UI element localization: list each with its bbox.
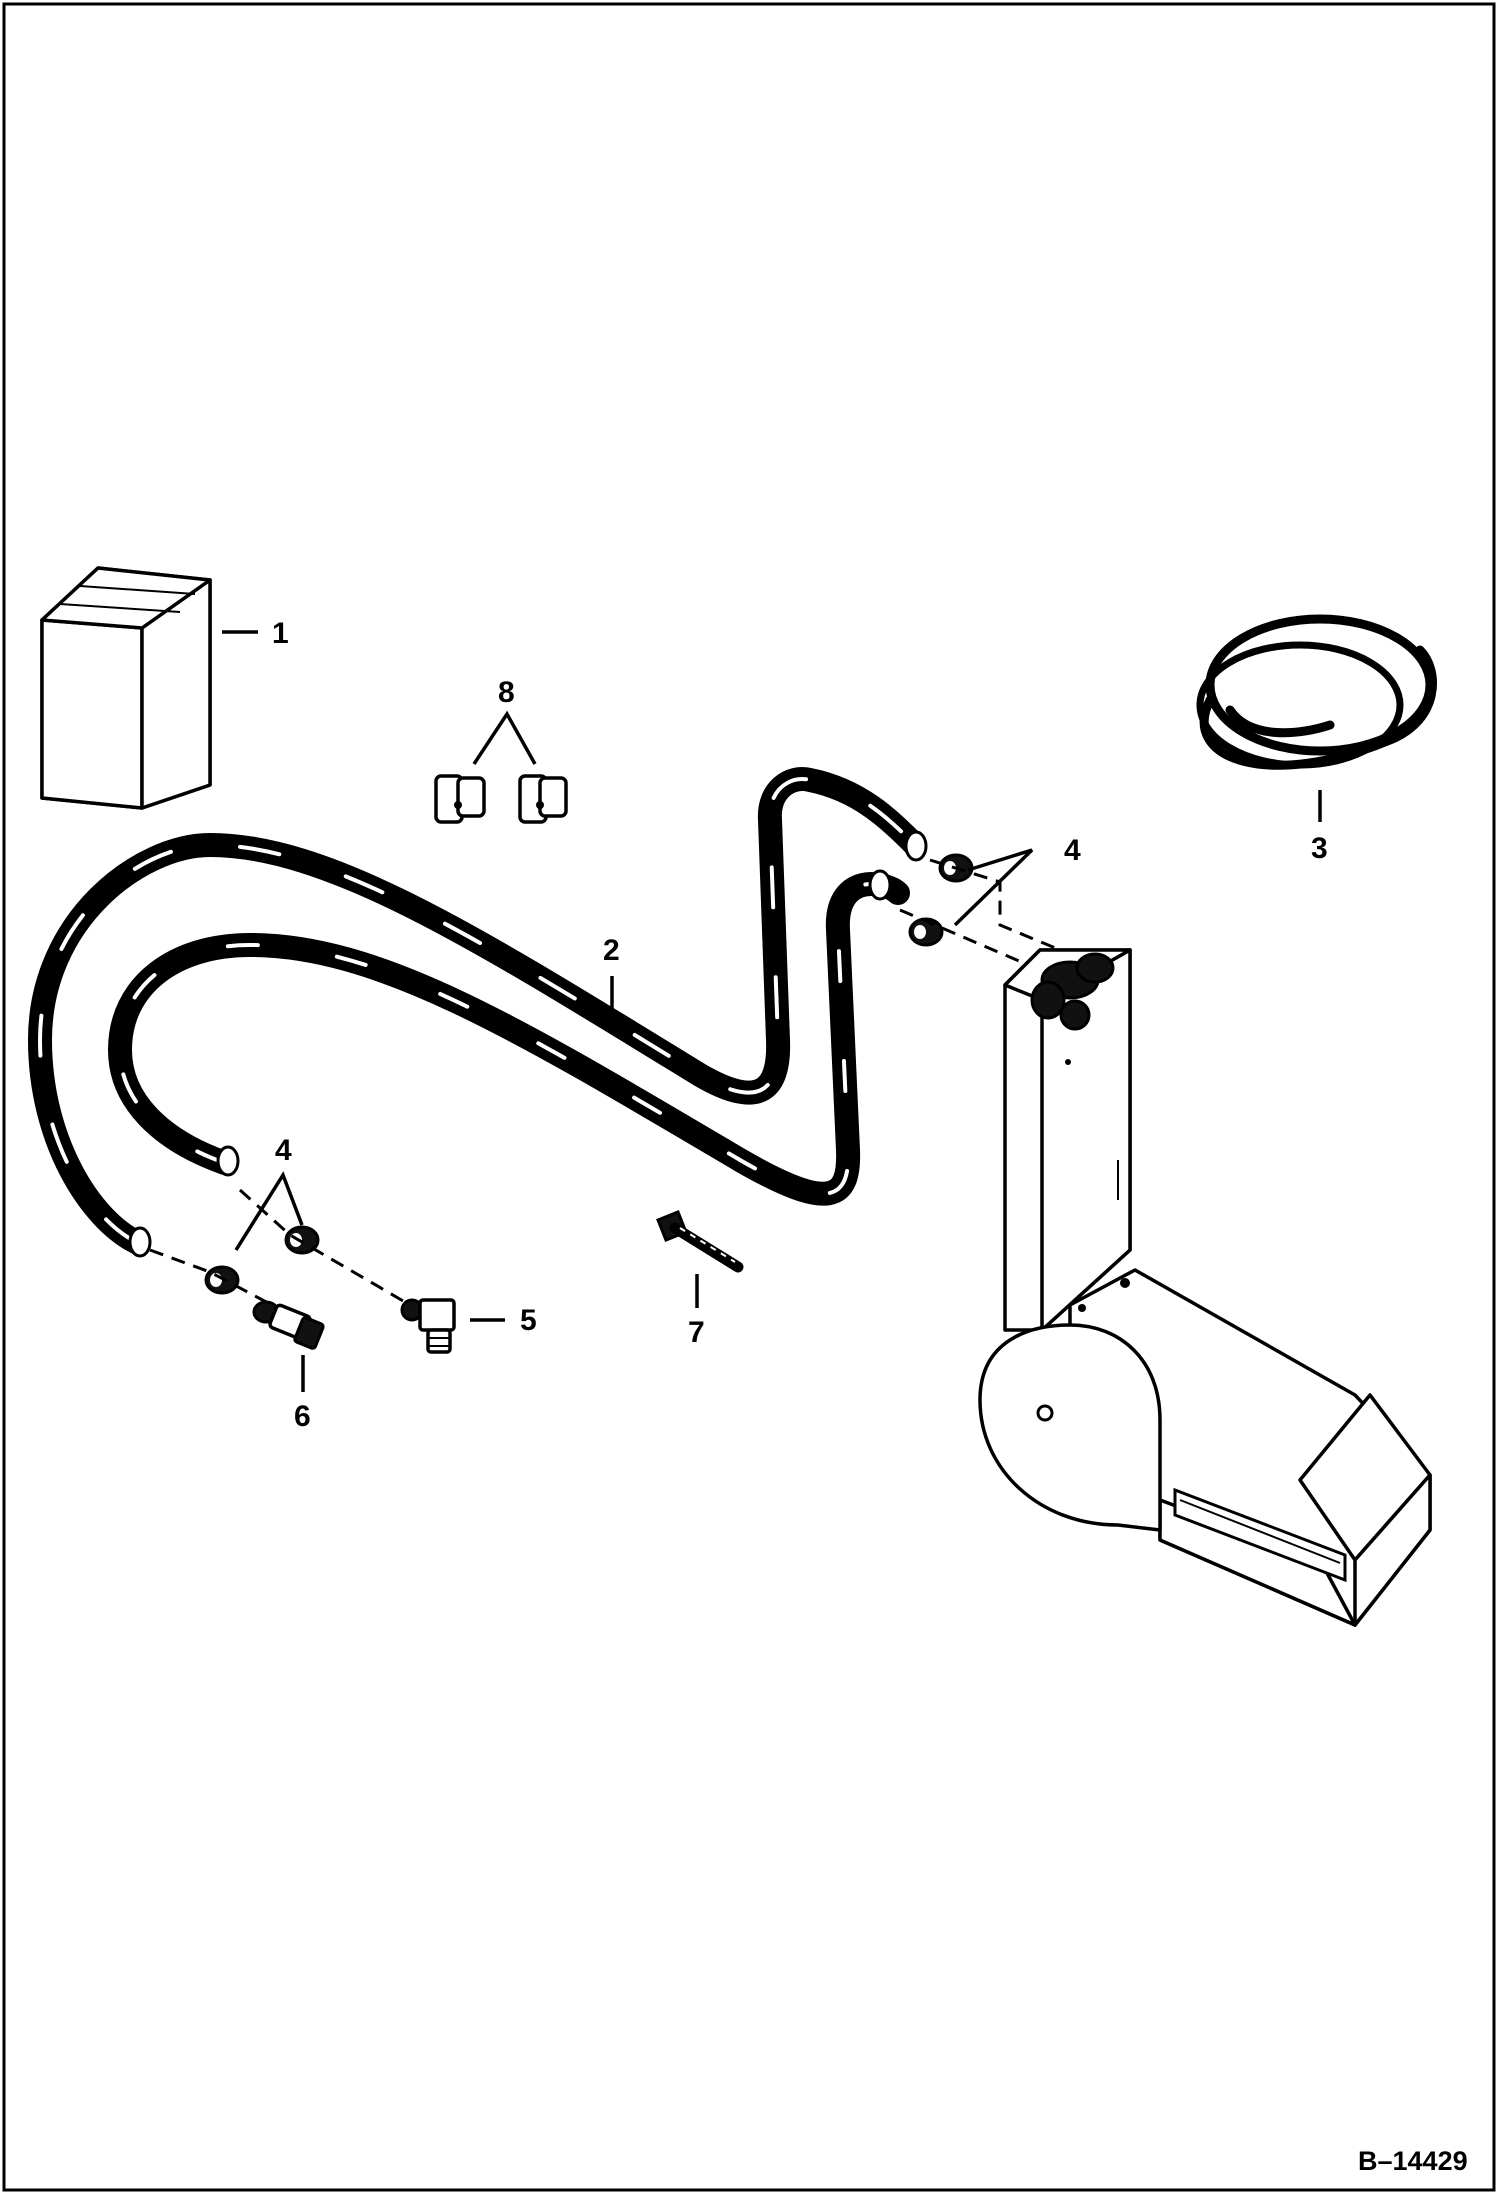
part-3-coiled-tube (1196, 614, 1437, 770)
callout-2: 2 (603, 934, 620, 967)
callout-4-top: 4 (1064, 834, 1081, 867)
part-8-clamps (434, 774, 568, 824)
leader-4-top (953, 848, 1034, 927)
dashed-line-top-a (929, 858, 1061, 952)
dashed-line-bottom-b (238, 1188, 411, 1307)
part-5-elbow-fitting (400, 1298, 456, 1354)
part-6-straight-fitting (252, 1300, 325, 1350)
callout-8: 8 (498, 676, 515, 709)
figure-id: B–14429 (1358, 2146, 1468, 2176)
part-1-filter-box (40, 566, 212, 810)
part-2-hoses (28, 767, 928, 1258)
part-7-cable-tie (656, 1210, 744, 1273)
callout-5: 5 (520, 1304, 537, 1337)
leader-4-bottom (234, 1171, 304, 1251)
callout-6: 6 (294, 1400, 311, 1433)
heater-unit (978, 948, 1432, 1627)
part-4-hose-clamps-bottom (204, 1225, 320, 1295)
part-4-hose-clamps-top (908, 853, 974, 947)
dashed-line-top-b (899, 908, 1041, 972)
callout-3: 3 (1311, 832, 1328, 865)
callout-7: 7 (688, 1316, 705, 1349)
leader-8 (472, 710, 537, 765)
callout-4-bottom: 4 (275, 1134, 292, 1167)
callout-1: 1 (272, 617, 289, 650)
